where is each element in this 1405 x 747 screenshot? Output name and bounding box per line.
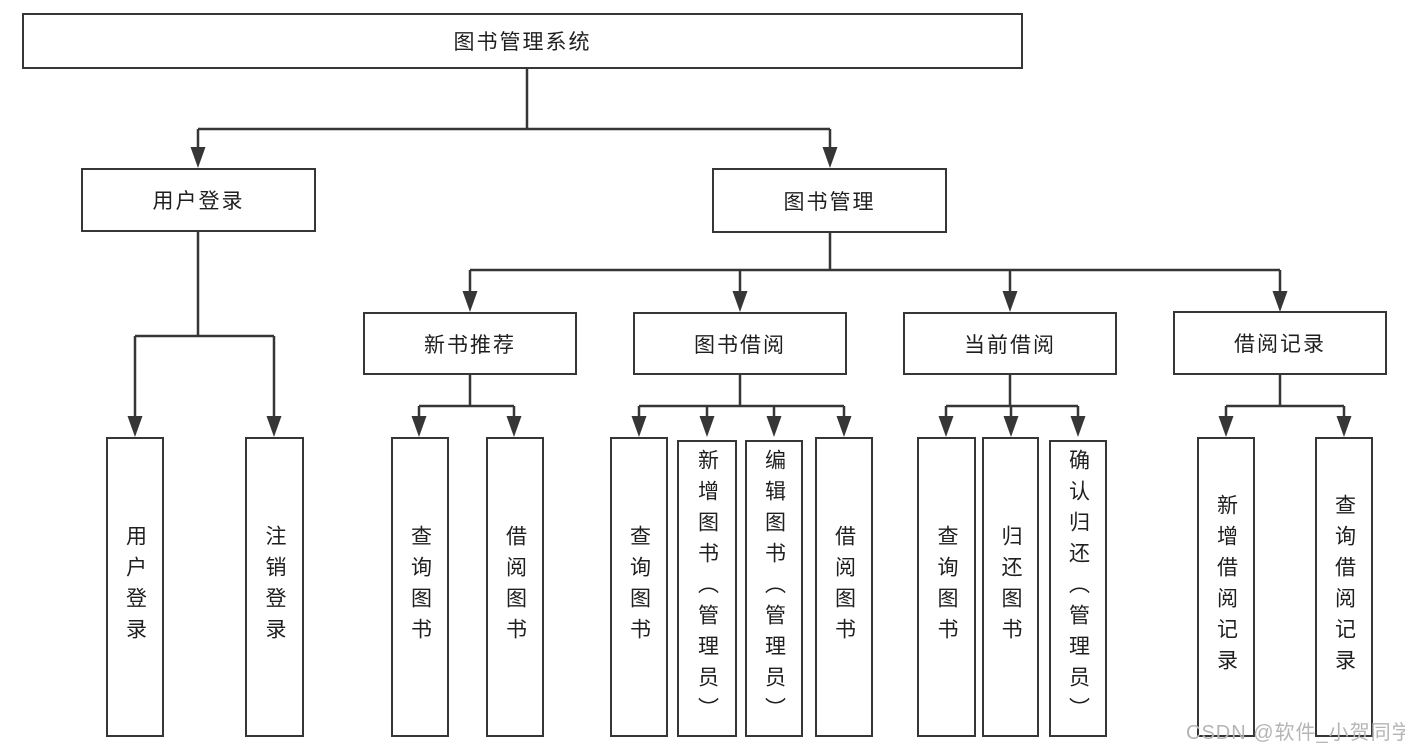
- query-borrow-record-box: 查询借阅记录: [1315, 437, 1373, 737]
- user-login-leaf-box: 用户登录: [106, 437, 164, 737]
- return-book-label: 归还图书: [999, 525, 1022, 649]
- arrowhead-icon: [631, 416, 647, 437]
- arrowhead-icon: [411, 416, 427, 437]
- edit-book-label: 编辑图书（管理员）: [762, 449, 786, 728]
- arrowhead-icon: [506, 416, 522, 437]
- borrow-book-2-box: 借阅图书: [815, 437, 873, 737]
- borrow-book-1-box: 借阅图书: [486, 437, 544, 737]
- query-borrow-record-label: 查询借阅记录: [1332, 494, 1356, 680]
- connector-line: [196, 69, 832, 152]
- logout-leaf-label: 注销登录: [263, 525, 286, 649]
- arrowhead-icon: [938, 416, 954, 437]
- connector-line: [468, 233, 1282, 296]
- query-book-1-box: 查询图书: [391, 437, 449, 737]
- connector-line: [417, 375, 516, 421]
- confirm-return-label: 确认归还（管理员）: [1066, 449, 1090, 728]
- arrowhead-icon: [836, 416, 852, 437]
- query-book-1-label: 查询图书: [408, 525, 432, 649]
- connector-line: [1224, 375, 1346, 421]
- user-login-label: 用户登录: [152, 190, 245, 213]
- arrowhead-icon: [699, 416, 715, 437]
- query-book-3-label: 查询图书: [935, 525, 958, 649]
- add-book-label: 新增图书（管理员）: [695, 449, 719, 728]
- arrowhead-icon: [266, 416, 282, 437]
- current-borrowing-box: 当前借阅: [903, 312, 1117, 375]
- connector-line: [637, 375, 846, 421]
- arrowhead-icon: [1218, 416, 1234, 437]
- book-management-label: 图书管理: [783, 190, 876, 214]
- add-borrow-record-box: 新增借阅记录: [1197, 437, 1255, 737]
- arrowhead-icon: [732, 291, 748, 312]
- add-book-box: 新增图书（管理员）: [677, 440, 737, 737]
- connector-line: [133, 232, 276, 421]
- system-root-box: 图书管理系统: [22, 13, 1023, 69]
- edit-book-box: 编辑图书（管理员）: [745, 440, 803, 737]
- query-book-2-label: 查询图书: [627, 525, 651, 649]
- arrowhead-icon: [1070, 416, 1086, 437]
- arrowhead-icon: [462, 291, 478, 312]
- borrowing-records-box: 借阅记录: [1173, 311, 1387, 375]
- connector-line: [944, 375, 1080, 421]
- borrowing-records-label: 借阅记录: [1234, 333, 1326, 356]
- add-borrow-record-label: 新增借阅记录: [1214, 494, 1238, 680]
- confirm-return-box: 确认归还（管理员）: [1049, 440, 1107, 737]
- arrowhead-icon: [1336, 416, 1352, 437]
- current-borrowing-label: 当前借阅: [964, 333, 1056, 357]
- arrowhead-icon: [127, 416, 143, 437]
- arrowhead-icon: [766, 416, 782, 437]
- query-book-2-box: 查询图书: [610, 437, 668, 737]
- arrowhead-icon: [1002, 291, 1018, 312]
- book-management-box: 图书管理: [712, 168, 947, 233]
- system-root-label: 图书管理系统: [453, 31, 592, 54]
- book-borrowing-box: 图书借阅: [633, 312, 847, 375]
- borrow-book-2-label: 借阅图书: [832, 525, 856, 649]
- query-book-3-box: 查询图书: [917, 437, 976, 737]
- arrowhead-icon: [822, 147, 838, 168]
- user-login-box: 用户登录: [81, 168, 316, 232]
- user-login-leaf-label: 用户登录: [123, 525, 147, 649]
- book-borrowing-label: 图书借阅: [694, 333, 786, 357]
- arrowhead-icon: [1003, 416, 1019, 437]
- new-book-recommend-box: 新书推荐: [363, 312, 577, 375]
- borrow-book-1-label: 借阅图书: [503, 525, 527, 649]
- arrowhead-icon: [190, 147, 206, 168]
- arrowhead-icon: [1272, 291, 1288, 312]
- return-book-box: 归还图书: [982, 437, 1039, 737]
- csdn-watermark: CSDN @软件_小贺同学: [1186, 722, 1405, 744]
- logout-leaf-box: 注销登录: [245, 437, 304, 737]
- new-book-recommend-label: 新书推荐: [424, 333, 516, 357]
